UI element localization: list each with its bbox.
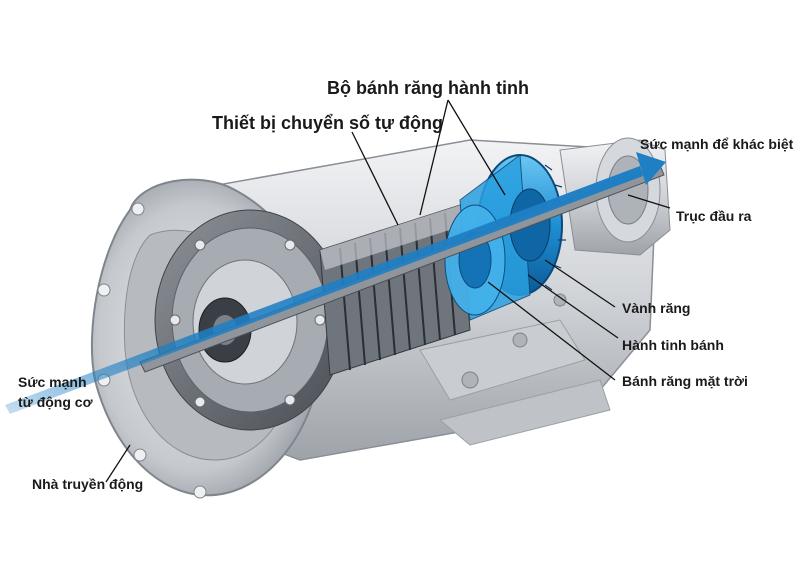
flow-arrowhead — [636, 152, 666, 185]
leader-ring-gear — [544, 259, 616, 308]
label-power-out: Sức mạnh để khác biệt — [640, 136, 794, 152]
label-power-in-line2: từ động cơ — [18, 394, 93, 410]
label-planetary-gearset: Bộ bánh răng hành tinh — [327, 78, 529, 98]
leader-sun-gear — [487, 281, 616, 381]
leader-shifter — [351, 131, 399, 226]
label-sun-gear: Bánh răng mặt trời — [622, 373, 748, 389]
leader-planet-gears — [527, 274, 619, 339]
leader-planetary-1 — [419, 99, 449, 216]
leader-output-shaft — [627, 194, 671, 209]
leader-planetary-2 — [447, 99, 506, 196]
label-ring-gear: Vành răng — [622, 300, 691, 316]
label-power-in-line1: Sức mạnh — [18, 374, 87, 390]
label-planet-gears: Hành tinh bánh — [622, 337, 724, 353]
label-automatic-shifter: Thiết bị chuyển số tự động — [212, 113, 444, 133]
leader-housing — [105, 444, 131, 483]
label-output-shaft: Trục đầu ra — [676, 208, 752, 224]
leader-lines — [105, 99, 671, 483]
label-housing: Nhà truyền động — [32, 476, 144, 492]
power-flow-arrow — [5, 152, 666, 414]
